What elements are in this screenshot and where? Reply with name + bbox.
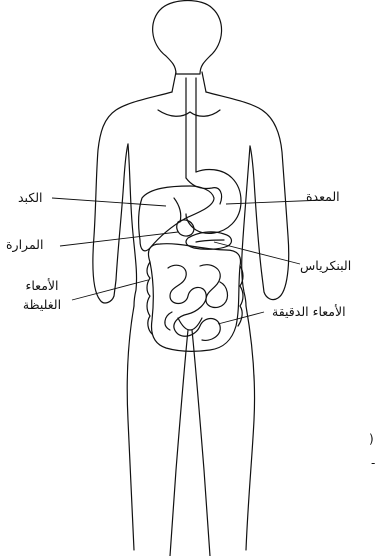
right-arm-inner	[250, 146, 262, 276]
chest-lines	[158, 110, 220, 116]
label-small-intestine: الأمعاء الدقيقة	[272, 304, 346, 320]
right-flank	[242, 146, 250, 306]
label-liver: الكبد	[18, 190, 43, 206]
left-leg-outer	[127, 306, 134, 550]
large-intestine-outline	[148, 244, 240, 352]
torso-right-outline	[206, 92, 289, 300]
neck-outline	[172, 72, 206, 92]
liver-lobe-line	[174, 198, 181, 222]
left-leg-inner	[170, 330, 188, 556]
esophagus	[186, 78, 196, 178]
left-arm-inner	[116, 144, 128, 280]
pancreas-duct	[196, 240, 224, 242]
left-flank	[128, 144, 137, 306]
label-gallbladder: المرارة	[6, 237, 43, 253]
label-large-intestine-line2: الغليظة	[14, 297, 70, 313]
edge-paren-mark: )	[369, 432, 374, 446]
right-leg-outer	[246, 306, 255, 550]
leader-small-intestine	[218, 312, 264, 324]
edge-dot-mark: -	[371, 456, 375, 470]
label-pancreas: البنكرياس	[300, 258, 351, 274]
label-large-intestine-line1: الأمعاء	[16, 278, 68, 294]
leader-pancreas	[214, 242, 300, 264]
leader-liver	[52, 198, 166, 206]
torso-left-outline	[93, 92, 172, 303]
label-stomach: المعدة	[306, 189, 340, 205]
right-leg-inner	[192, 330, 210, 556]
head-outline	[153, 1, 222, 75]
small-intestine-coils	[165, 265, 228, 341]
stomach-inner	[186, 178, 222, 204]
